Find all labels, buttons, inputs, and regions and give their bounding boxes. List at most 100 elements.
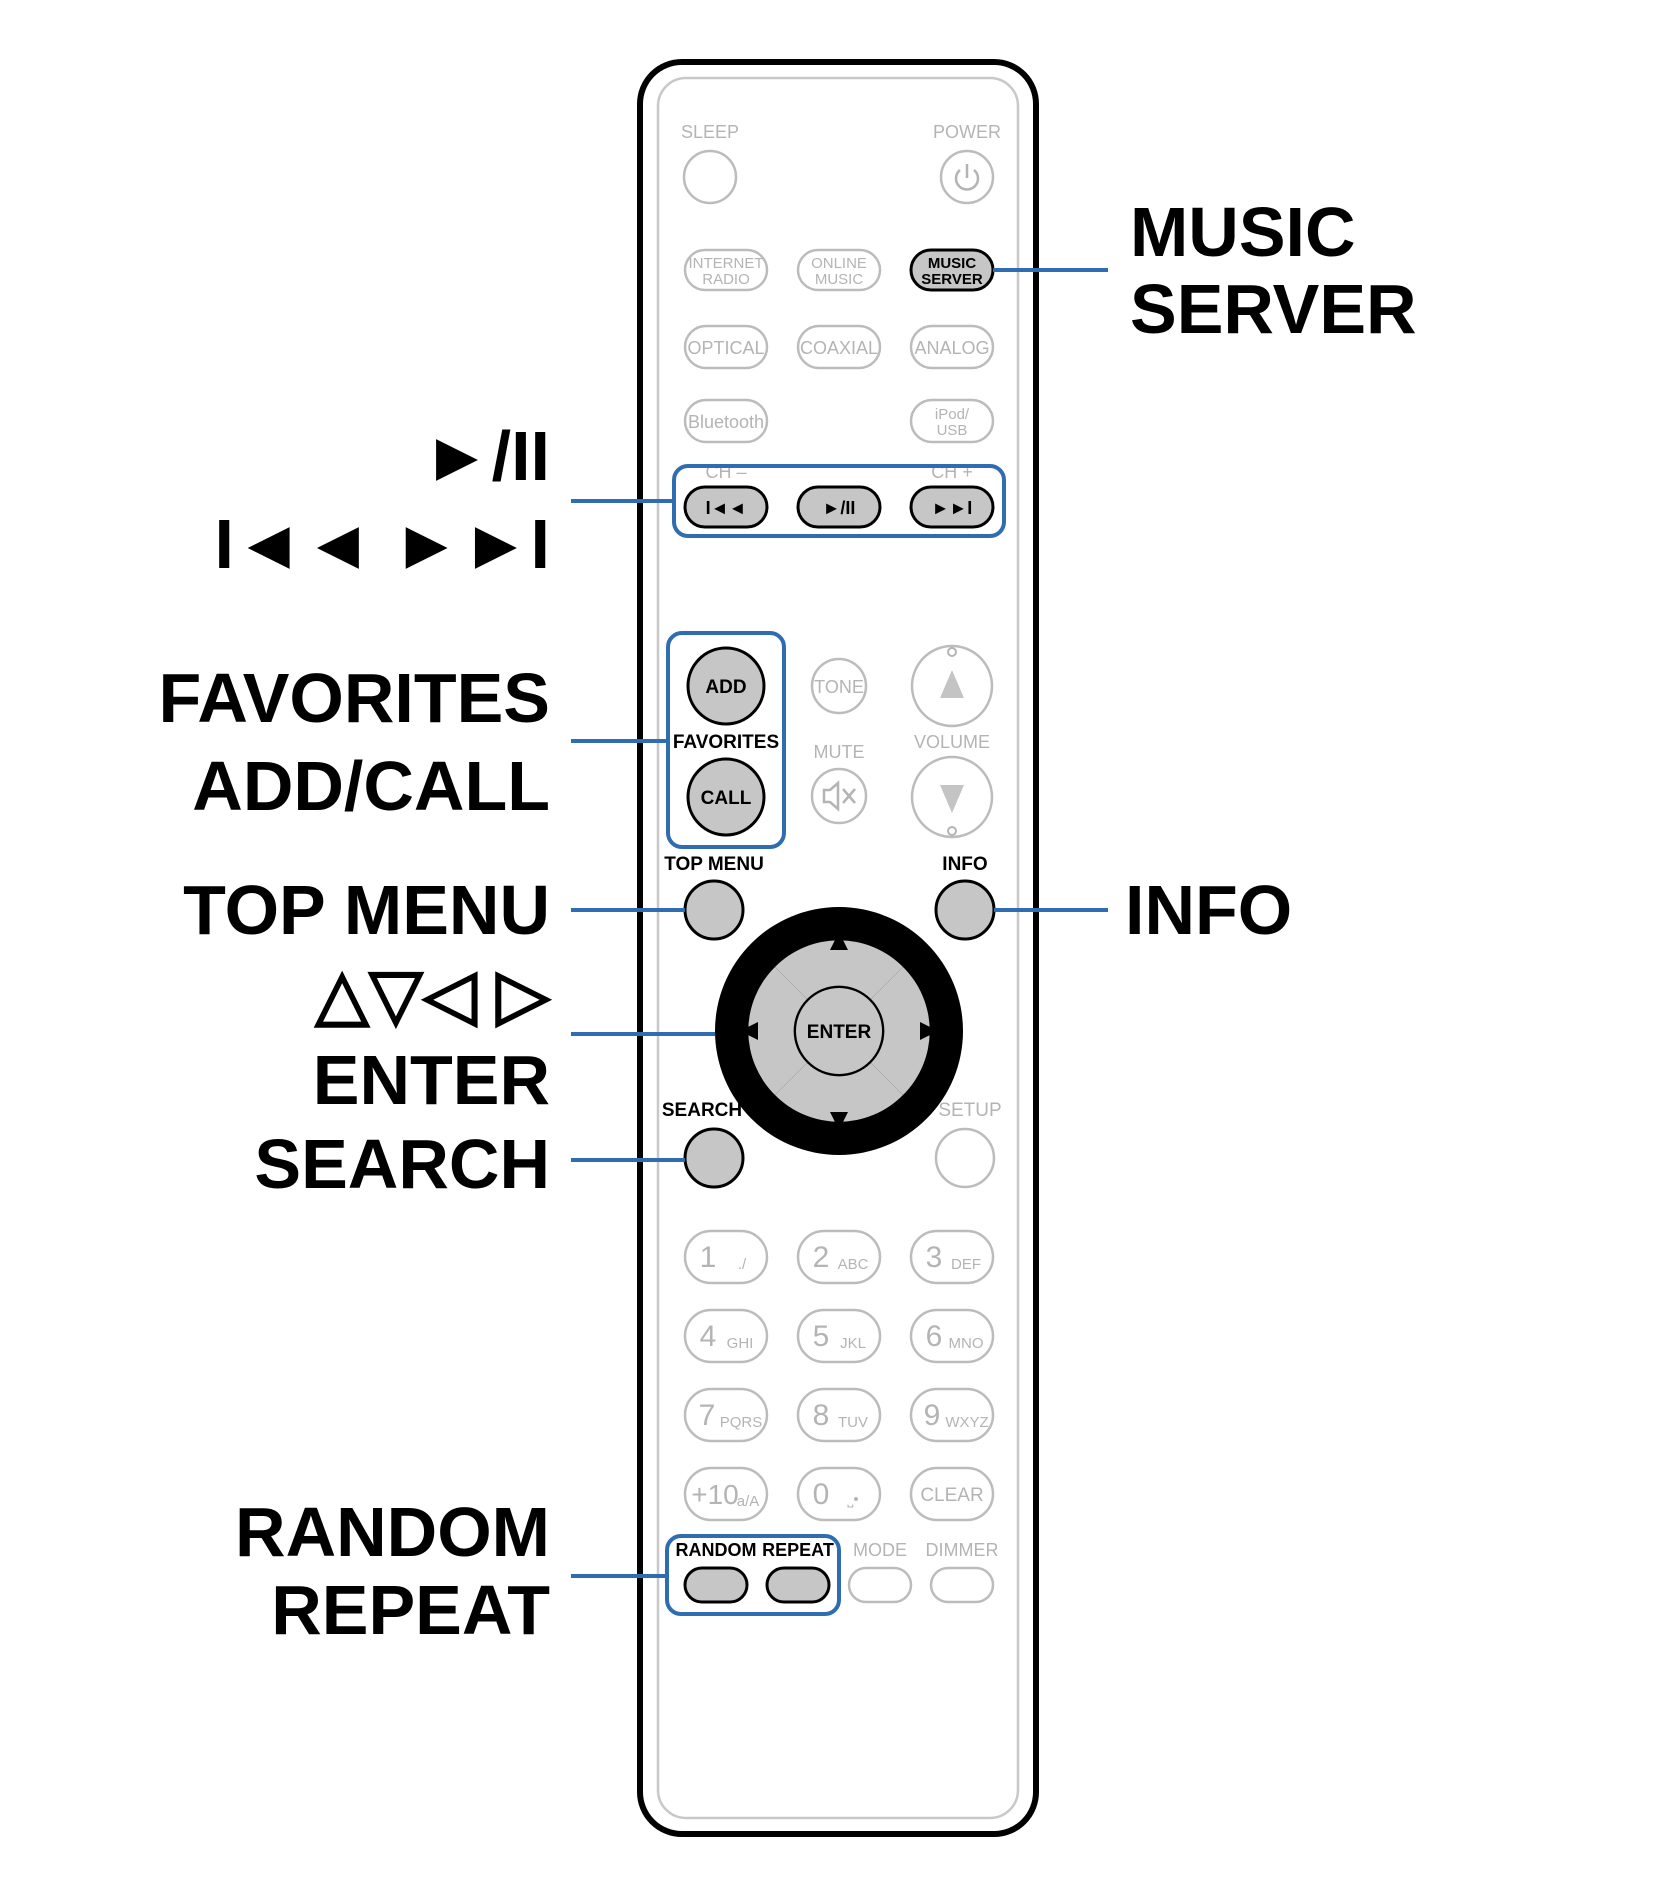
play-pause-icon: ►/II — [823, 498, 856, 518]
sleep-button[interactable] — [682, 149, 738, 205]
key-0[interactable]: 0 ⎵• — [796, 1466, 882, 1522]
key-1[interactable]: 1 ./ — [683, 1229, 769, 1285]
callout-random: RANDOM — [235, 1493, 550, 1571]
dimmer-button[interactable] — [929, 1566, 995, 1604]
key-7[interactable]: 7 PQRS — [683, 1387, 769, 1443]
enter-button[interactable] — [796, 988, 882, 1074]
internet-radio-label-2: RADIO — [702, 271, 750, 288]
key-9[interactable]: 9 WXYZ — [909, 1387, 995, 1443]
key-0-letters: ⎵• — [847, 1491, 858, 1508]
coaxial-button[interactable]: COAXIAL — [796, 324, 882, 370]
online-music-label-1: ONLINE — [811, 255, 867, 272]
callout-repeat: REPEAT — [271, 1571, 550, 1649]
key-6-number: 6 — [926, 1320, 943, 1353]
play-pause-button[interactable]: ►/II — [796, 485, 882, 529]
key-5[interactable]: 5 JKL — [796, 1308, 882, 1364]
key-1-number: 1 — [700, 1241, 717, 1274]
internet-radio-button[interactable]: INTERNET RADIO — [683, 248, 769, 292]
internet-radio-label-1: INTERNET — [689, 255, 764, 272]
random-button[interactable] — [683, 1566, 749, 1604]
sleep-label: SLEEP — [681, 122, 739, 142]
down-arrow-icon — [830, 1112, 848, 1130]
cursor-pad: ENTER — [715, 907, 963, 1155]
enter-label: ENTER — [807, 1022, 872, 1043]
right-arrow-icon — [920, 1022, 938, 1040]
key-9-letters: WXYZ — [945, 1414, 988, 1431]
setup-label: SETUP — [938, 1100, 1001, 1121]
key-8[interactable]: 8 TUV — [796, 1387, 882, 1443]
volume-down-button[interactable] — [910, 755, 994, 839]
ipod-label-1: iPod/ — [935, 406, 970, 423]
power-icon — [954, 164, 980, 191]
key-3[interactable]: 3 DEF — [909, 1229, 995, 1285]
volume-up-button[interactable] — [910, 644, 994, 728]
key-plus10[interactable]: +10 a/A — [683, 1466, 769, 1522]
callout-play-pause: ►/II — [422, 417, 550, 495]
cursor-up-button[interactable] — [775, 940, 903, 999]
setup-button[interactable] — [934, 1127, 996, 1189]
up-arrow-icon — [830, 932, 848, 950]
callout-music-server-2: SERVER — [1130, 270, 1417, 348]
key-0-number: 0 — [813, 1478, 830, 1511]
previous-button[interactable]: I◄◄ — [683, 485, 769, 529]
add-label: ADD — [705, 677, 746, 698]
volume-down-icon — [940, 785, 964, 813]
key-7-letters: PQRS — [720, 1414, 763, 1431]
top-menu-button[interactable] — [683, 879, 745, 941]
info-label: INFO — [942, 854, 987, 875]
optical-label: OPTICAL — [687, 338, 764, 358]
ipod-usb-button[interactable]: iPod/ USB — [909, 398, 995, 444]
next-button[interactable]: ►►I — [909, 485, 995, 529]
key-2-number: 2 — [813, 1241, 830, 1274]
coaxial-label: COAXIAL — [800, 338, 878, 358]
callout-music-server-1: MUSIC — [1130, 193, 1356, 271]
info-button[interactable] — [934, 879, 996, 941]
key-1-letters: ./ — [738, 1256, 747, 1273]
callout-enter: ENTER — [313, 1041, 550, 1119]
key-8-number: 8 — [813, 1399, 830, 1432]
search-button[interactable] — [683, 1127, 745, 1189]
volume-down-dot-icon — [947, 826, 957, 836]
tone-label: TONE — [814, 677, 864, 697]
key-5-number: 5 — [813, 1320, 830, 1353]
mode-label: MODE — [853, 1540, 907, 1560]
cursor-left-button[interactable] — [748, 967, 807, 1095]
favorites-call-button[interactable]: CALL — [686, 757, 766, 837]
next-icon: ►►I — [932, 498, 973, 518]
power-button[interactable] — [939, 149, 995, 205]
music-server-label-1: MUSIC — [928, 255, 977, 272]
key-plus10-number: +10 — [691, 1479, 739, 1510]
repeat-button[interactable] — [765, 1566, 831, 1604]
volume-up-dot-icon — [947, 647, 957, 657]
callout-favorites-2: ADD/CALL — [192, 747, 550, 825]
optical-button[interactable]: OPTICAL — [683, 324, 769, 370]
mute-label: MUTE — [814, 742, 865, 762]
key-6[interactable]: 6 MNO — [909, 1308, 995, 1364]
callout-favorites-1: FAVORITES — [158, 659, 550, 737]
key-2[interactable]: 2 ABC — [796, 1229, 882, 1285]
previous-icon: I◄◄ — [706, 498, 747, 518]
tone-button[interactable]: TONE — [810, 657, 868, 715]
music-server-button[interactable]: MUSIC SERVER — [909, 248, 995, 292]
volume-label: VOLUME — [914, 732, 990, 752]
bluetooth-button[interactable]: Bluetooth — [683, 398, 769, 444]
key-4-letters: GHI — [727, 1335, 754, 1352]
cursor-down-button[interactable] — [775, 1063, 903, 1122]
callout-info: INFO — [1125, 871, 1292, 949]
key-9-number: 9 — [924, 1399, 941, 1432]
callout-skip: I◄◄ ►►I — [215, 505, 550, 583]
clear-button[interactable]: CLEAR — [909, 1466, 995, 1522]
volume-up-icon — [940, 670, 964, 698]
mode-button[interactable] — [847, 1566, 913, 1604]
key-4[interactable]: 4 GHI — [683, 1308, 769, 1364]
mute-button[interactable] — [810, 767, 868, 825]
online-music-button[interactable]: ONLINE MUSIC — [796, 248, 882, 292]
repeat-label: REPEAT — [762, 1540, 834, 1560]
online-music-label-2: MUSIC — [815, 271, 864, 288]
favorites-add-button[interactable]: ADD — [686, 646, 766, 726]
dimmer-label: DIMMER — [926, 1540, 999, 1560]
analog-label: ANALOG — [914, 338, 989, 358]
analog-button[interactable]: ANALOG — [909, 324, 995, 370]
cursor-right-button[interactable] — [871, 967, 930, 1095]
